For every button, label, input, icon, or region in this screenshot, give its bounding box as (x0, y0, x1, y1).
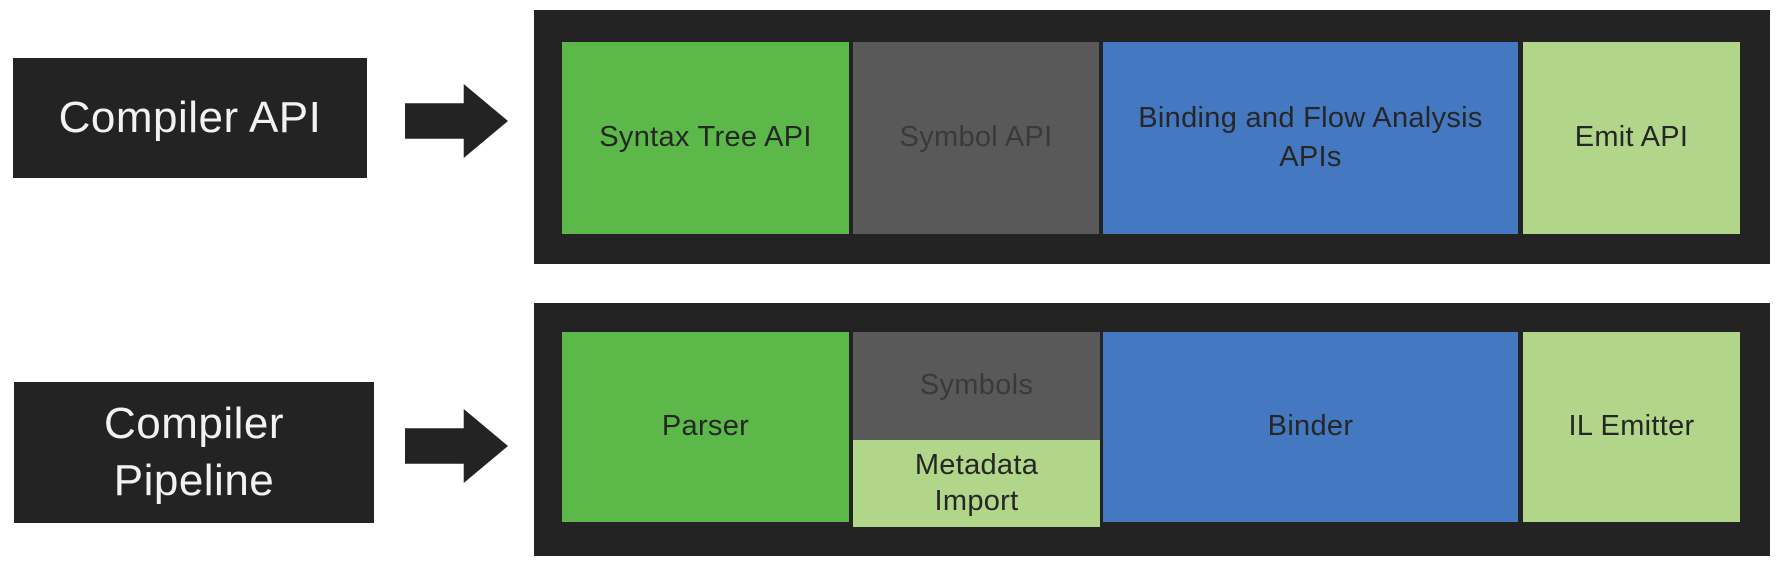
binding-flow-analysis-apis-label: Binding and Flow Analysis APIs (1138, 101, 1483, 173)
binder-label: Binder (1267, 410, 1354, 443)
compiler-pipeline-label-plate: Compiler Pipeline (14, 382, 374, 523)
parser-box: Parser (562, 332, 849, 522)
symbols-label: Symbols (919, 369, 1034, 402)
compiler-api-label-plate: Compiler API (13, 58, 367, 178)
binding-flow-analysis-apis-box: Binding and Flow Analysis APIs (1103, 42, 1518, 234)
il-emitter-label: IL Emitter (1568, 410, 1695, 443)
right-arrow-icon (405, 409, 508, 483)
syntax-tree-api-box: Syntax Tree API (562, 42, 849, 234)
il-emitter-box: IL Emitter (1523, 332, 1740, 522)
emit-api-label: Emit API (1574, 121, 1689, 154)
metadata-import-box: Metadata Import (853, 440, 1100, 527)
compiler-api-container: Syntax Tree API Symbol API Binding and F… (534, 10, 1770, 264)
compiler-api-label: Compiler API (58, 92, 322, 142)
syntax-tree-api-label: Syntax Tree API (599, 121, 812, 154)
compiler-pipeline-label: Compiler Pipeline (103, 399, 285, 505)
compiler-pipeline-container: Parser Symbols Metadata Import Binder IL… (534, 303, 1770, 556)
symbol-api-box: Symbol API (853, 42, 1099, 234)
right-arrow-icon (405, 84, 508, 158)
parser-label: Parser (661, 410, 750, 443)
binder-box: Binder (1103, 332, 1518, 522)
metadata-import-label: Metadata Import (914, 449, 1039, 517)
emit-api-box: Emit API (1523, 42, 1740, 234)
symbols-box: Symbols (853, 332, 1100, 440)
symbol-api-label: Symbol API (899, 121, 1053, 154)
